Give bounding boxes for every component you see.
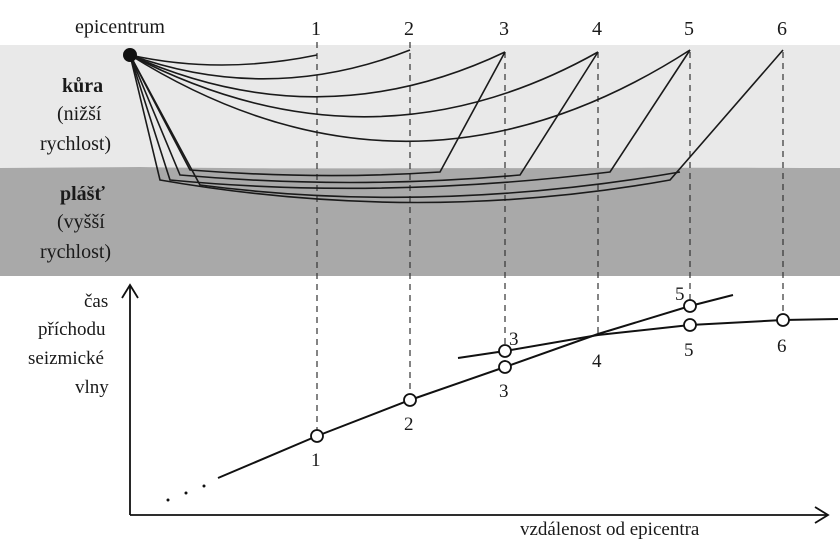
x-axis-label: vzdálenost od epicentra: [520, 519, 700, 540]
station-label-3: 3: [499, 18, 509, 40]
ray-refracted-6b: [129, 54, 681, 199]
leading-dots: [166, 484, 206, 502]
point-1: [310, 429, 324, 443]
ray-direct-4: [129, 51, 599, 118]
ray-refracted-4: [129, 51, 599, 184]
point-2: [403, 393, 417, 407]
point-5-lower: [683, 318, 697, 332]
station-label-6: 6: [777, 18, 787, 40]
graph-label-3-upper: 3: [509, 329, 519, 350]
graph-label-5-upper: 5: [675, 284, 685, 305]
seismic-rays: [129, 49, 784, 204]
crust-label-3: rychlost): [40, 133, 111, 155]
point-5-upper: [683, 299, 697, 313]
ray-direct-5: [129, 49, 691, 143]
point-3-upper: [498, 344, 512, 358]
y-axis-label-3: seizmické: [28, 348, 104, 369]
ray-direct-3: [129, 51, 506, 98]
axis-labels: čas příchodu seizmické vlny vzdálenost o…: [28, 291, 700, 540]
refracted-wave-line: [457, 318, 839, 359]
dot-b: [184, 491, 188, 495]
y-axis-label-2: příchodu: [38, 319, 106, 340]
y-axis-label-1: čas: [84, 291, 108, 312]
ray-refracted-6: [129, 49, 784, 204]
station-dashed-lines: [316, 42, 784, 436]
graph-label-4: 4: [592, 351, 602, 372]
point-3-lower: [498, 360, 512, 374]
y-axis-arrow: [121, 283, 139, 299]
mantle-layer: [0, 167, 840, 276]
station-label-1: 1: [311, 18, 321, 40]
mantle-label-2: (vyšší: [57, 211, 105, 233]
graph-label-2: 2: [404, 414, 414, 435]
dot-a: [166, 498, 170, 502]
mantle-label-3: rychlost): [40, 241, 111, 263]
station-label-2: 2: [404, 18, 414, 40]
graph-label-1: 1: [311, 450, 321, 471]
y-axis-label-4: vlny: [75, 377, 109, 398]
graph-label-6: 6: [777, 336, 787, 357]
point-6: [776, 313, 790, 327]
ray-direct-2: [129, 49, 411, 80]
station-label-5: 5: [684, 18, 694, 40]
graph-label-5-lower: 5: [684, 340, 694, 361]
graph-point-labels: 1 2 3 3 4 5 5 6: [311, 284, 787, 471]
mantle-label-1: plášť: [60, 183, 105, 205]
ray-direct-1: [129, 54, 318, 66]
graph-axes: [121, 283, 830, 524]
epicenter-label: epicentrum: [75, 16, 165, 38]
crust-layer: [0, 45, 840, 173]
layer-labels: epicentrum kůra (nižší rychlost) plášť (…: [40, 16, 165, 263]
ray-refracted-3: [129, 51, 506, 177]
station-label-4: 4: [592, 18, 602, 40]
graph-points: [310, 299, 790, 443]
station-labels-top: 1 2 3 4 5 6: [311, 18, 787, 40]
crust-label-1: kůra: [62, 75, 103, 97]
crust-label-2: (nižší: [57, 103, 102, 125]
x-axis-arrow: [814, 506, 830, 524]
epicenter-marker: [123, 48, 137, 62]
graph-label-3-lower: 3: [499, 381, 509, 402]
ray-refracted-5: [129, 49, 691, 190]
dot-c: [202, 484, 206, 488]
direct-wave-line: [217, 294, 734, 479]
